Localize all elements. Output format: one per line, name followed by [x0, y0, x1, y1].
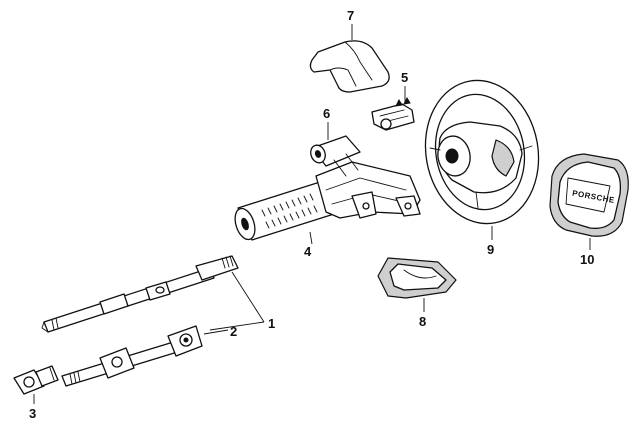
callout-10: 10 — [580, 252, 594, 267]
callout-6: 6 — [323, 106, 330, 121]
part-3-universal-joint — [13, 365, 59, 404]
callout-7: 7 — [347, 8, 354, 23]
callout-5: 5 — [401, 70, 408, 85]
part-8-lower-cover — [377, 257, 457, 312]
callout-8: 8 — [419, 314, 426, 329]
part-4-steering-column — [234, 135, 421, 245]
part-2-lower-shaft — [61, 325, 229, 387]
part-1-intermediate-shaft — [41, 255, 265, 333]
callout-3: 3 — [29, 406, 36, 421]
part-10-airbag-module: PORSCHE — [549, 153, 629, 250]
callout-2: 2 — [230, 324, 237, 339]
part-9-steering-wheel — [424, 79, 540, 240]
part-5-bracket — [371, 86, 415, 131]
callout-1: 1 — [268, 316, 275, 331]
callout-9: 9 — [487, 242, 494, 257]
part-7-shroud-cover — [309, 24, 390, 93]
callout-4: 4 — [304, 244, 312, 259]
